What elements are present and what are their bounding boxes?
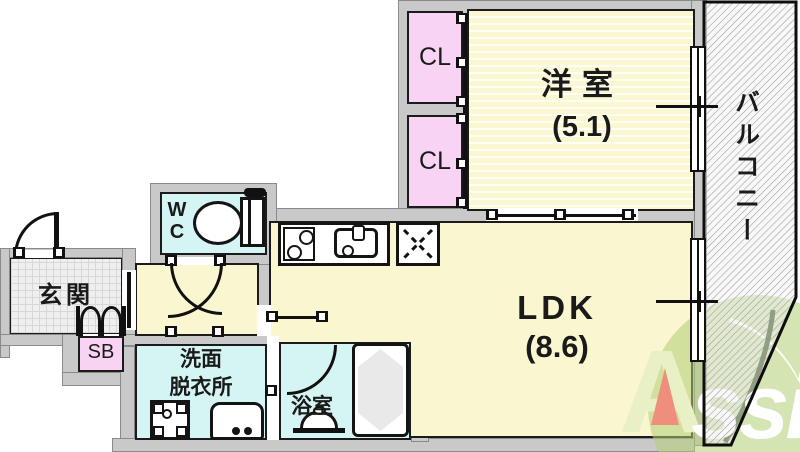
door-hinge xyxy=(266,311,278,322)
western-room-label: 洋室 xyxy=(541,67,623,102)
drain xyxy=(342,245,354,257)
washing-machine-icon xyxy=(150,400,190,440)
closet-sliding-door-track xyxy=(463,13,467,209)
shoebox-label: SB xyxy=(87,341,115,363)
toilet-bowl-icon xyxy=(193,201,243,245)
door-hinge xyxy=(165,255,177,266)
ldk-label: LDK xyxy=(517,289,597,326)
sb-folding-door xyxy=(80,306,101,336)
wc-label: W C xyxy=(164,199,190,243)
sb-door-post xyxy=(122,306,126,336)
pan-corner xyxy=(176,426,187,437)
bathtub-basin xyxy=(358,349,403,431)
ldk-door-leaf xyxy=(274,316,322,319)
closet-top-label: CL xyxy=(419,43,451,71)
pan-drain xyxy=(162,409,172,419)
pan-corner xyxy=(153,403,164,414)
dimension-tick xyxy=(698,96,701,117)
door-hinge xyxy=(13,247,25,258)
sb-folding-door xyxy=(101,306,122,336)
toilet-buttons xyxy=(244,188,266,197)
sliding-door-handle xyxy=(456,113,468,124)
wc-door-opening xyxy=(174,257,218,265)
balcony-label: バルコニー xyxy=(731,89,760,249)
wc-line1: W xyxy=(167,199,187,221)
bathtub-icon xyxy=(352,343,409,437)
sliding-door-handle xyxy=(456,96,468,107)
toilet-tank-icon xyxy=(240,197,265,247)
dimension-tick xyxy=(698,291,701,312)
kitchen-counter xyxy=(278,222,390,266)
faucet-icon xyxy=(352,225,365,241)
bath-stool-knob xyxy=(313,406,326,415)
door-hinge xyxy=(212,326,224,337)
pan-corner xyxy=(153,426,164,437)
sliding-door-handle xyxy=(554,209,566,220)
logo-a-wedge xyxy=(651,368,679,425)
tank-line xyxy=(248,200,251,244)
door-hinge xyxy=(316,311,328,322)
balcony-floor xyxy=(702,0,798,447)
sliding-door-handle xyxy=(456,197,468,208)
closet-bottom-label: CL xyxy=(419,147,451,175)
dimension-tick xyxy=(656,105,718,108)
door-hinge xyxy=(214,255,226,266)
washroom-label-2: 脱衣所 xyxy=(169,376,233,399)
closet-top-area xyxy=(407,11,463,104)
wall-entrance-left xyxy=(0,248,10,358)
sink-icon xyxy=(334,225,378,258)
ldk-size: (8.6) xyxy=(525,329,589,364)
washroom-label-1: 洗面 xyxy=(180,348,222,371)
faucet-dot xyxy=(244,427,252,435)
burner xyxy=(287,245,302,260)
sliding-door-handle xyxy=(456,13,468,24)
door-hinge xyxy=(53,247,65,258)
pan-corner xyxy=(176,403,187,414)
entrance-door-leaf xyxy=(54,212,59,256)
western-room-area xyxy=(467,9,695,211)
vanity-sink-icon xyxy=(210,402,264,440)
burner xyxy=(299,230,314,245)
bath-step-base xyxy=(293,428,345,433)
entrance-label: 玄関 xyxy=(38,282,94,309)
dimension-tick xyxy=(656,300,718,303)
refrigerator-space-icon xyxy=(396,222,440,266)
stove-icon xyxy=(283,227,315,261)
sliding-door-handle xyxy=(456,158,468,169)
sliding-door-handle xyxy=(456,57,468,68)
sliding-door-handle xyxy=(622,209,634,220)
sliding-door-handle xyxy=(486,209,498,220)
hall-door-leaf xyxy=(127,272,131,328)
shoebox-area xyxy=(78,336,124,372)
bath-label: 浴室 xyxy=(291,395,333,418)
western-room-size: (5.1) xyxy=(552,111,612,143)
door-hinge xyxy=(165,326,177,337)
sb-door-post xyxy=(76,306,80,336)
door-hinge xyxy=(265,385,277,396)
faucet-dot xyxy=(232,427,240,435)
wc-line2: C xyxy=(169,221,185,243)
